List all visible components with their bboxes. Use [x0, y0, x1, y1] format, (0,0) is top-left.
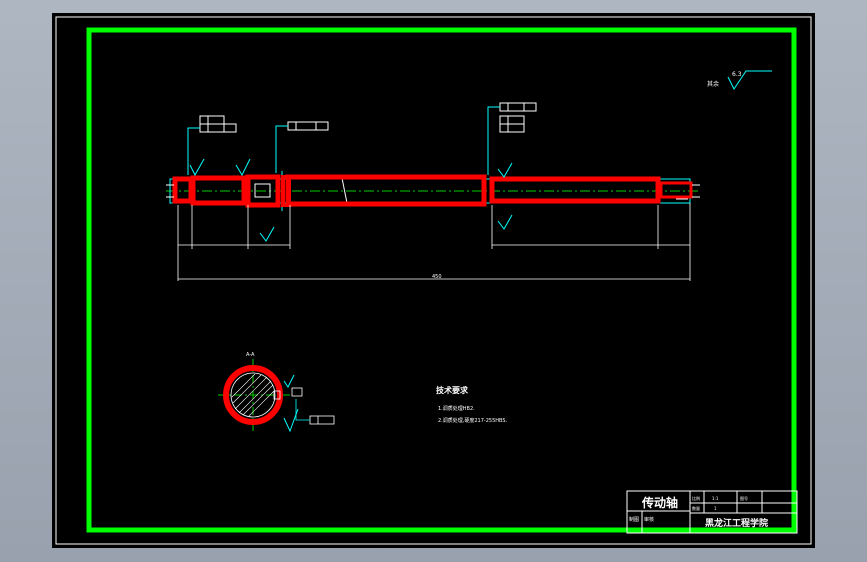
roughness-others-symbol: 其余 6.3	[707, 70, 772, 90]
tech-req-title: 技术要求	[436, 385, 469, 395]
dim-total-label: 450	[432, 274, 442, 280]
drawing-sheet: 其余 6.3	[52, 13, 815, 548]
drawer-label: 制图	[629, 516, 639, 523]
section-label: A-A	[246, 352, 255, 358]
shaft-end-right	[659, 181, 693, 199]
dimensions	[177, 203, 691, 281]
title-block	[626, 490, 798, 534]
tb-cell-drawing-no: 图号	[740, 495, 748, 501]
shaft-segment-3	[489, 176, 661, 204]
rough-others-label: 其余	[707, 80, 719, 88]
shaft-segment-1	[190, 175, 247, 206]
technical-requirements: 技术要求 1.调质处理HB2. 2.调质处理,硬度217-255HBS.	[436, 385, 508, 424]
cad-drawing: 其余 6.3	[55, 16, 812, 545]
school-name: 黑龙江工程学院	[705, 517, 768, 529]
tb-cell-scale-value: 1:1	[712, 496, 719, 501]
drawing-frame	[86, 27, 797, 533]
tolerance-frames	[187, 102, 537, 175]
sheet-border	[55, 16, 812, 545]
tb-cell-scale: 比例	[692, 495, 700, 501]
reviewer-label: 审核	[644, 516, 654, 523]
rough-others-value: 6.3	[732, 71, 742, 78]
tech-req-item-2: 2.调质处理,硬度217-255HBS.	[438, 417, 508, 424]
shaft-end-left	[172, 176, 194, 204]
tb-cell-qty: 数量	[692, 505, 700, 511]
part-name: 传动轴	[641, 495, 678, 510]
tech-req-item-1: 1.调质处理HB2.	[438, 405, 475, 412]
shaft-segment-2	[285, 174, 487, 207]
roughness-symbols	[189, 158, 513, 242]
shaft-main-view	[166, 171, 700, 211]
shaft-segment-keyway	[245, 174, 281, 208]
tb-cell-qty-value: 1	[714, 506, 717, 511]
section-view: A-A	[218, 352, 335, 433]
